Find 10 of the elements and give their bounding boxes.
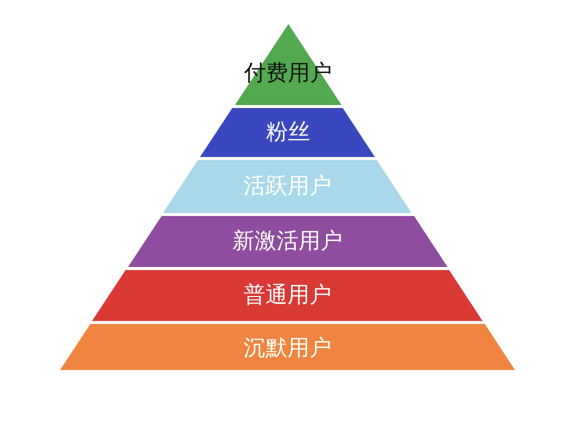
pyramid-tier [163,160,412,213]
pyramid-tier [128,216,448,267]
tier-label: 粉丝 [266,120,310,145]
pyramid-tier [92,270,483,321]
tier-label: 普通用户 [244,283,332,308]
tier-label: 新激活用户 [232,229,343,254]
pyramid-tier [60,324,515,370]
pyramid-tier [200,108,376,157]
tier-label: 活跃用户 [244,174,332,199]
tier-label: 沉默用户 [244,337,332,362]
